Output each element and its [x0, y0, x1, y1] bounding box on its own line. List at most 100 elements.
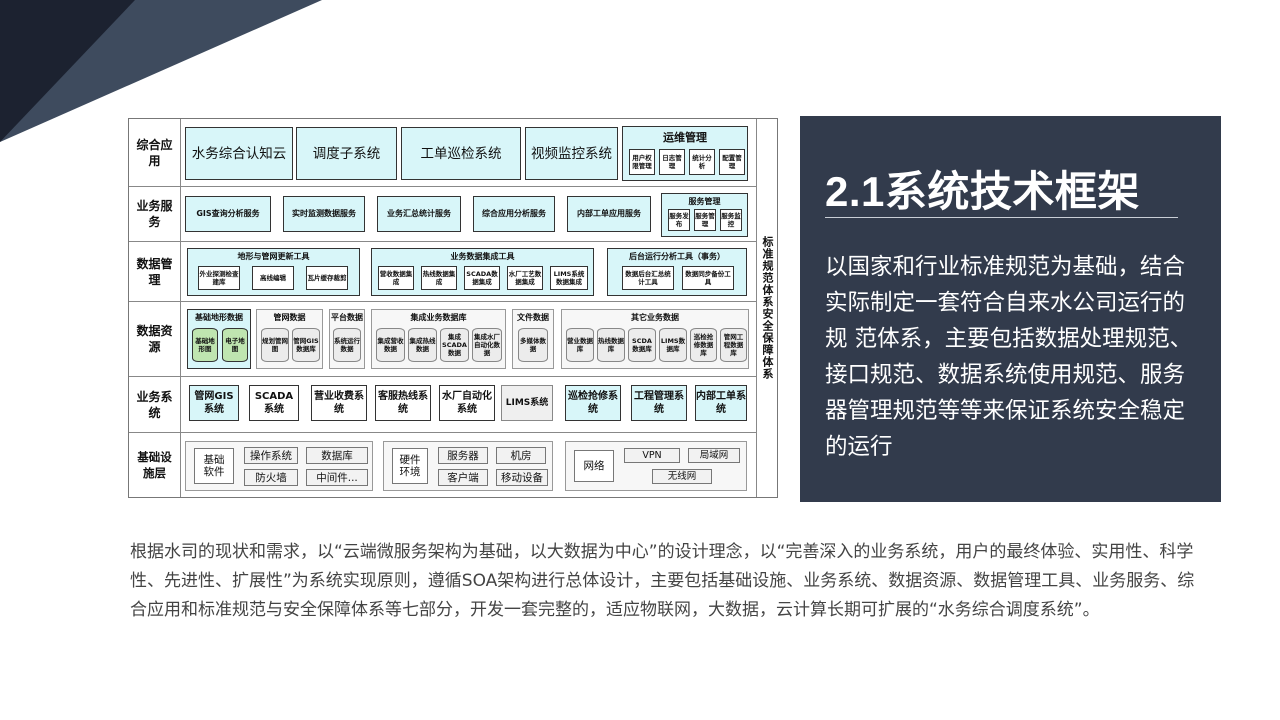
data-item: 管网GIS数据库 [292, 328, 320, 362]
infra-item: 数据库 [306, 447, 368, 464]
layer-label: 业务系统 [129, 377, 181, 432]
group-title: 文件数据 [517, 313, 549, 322]
data-item: 基础地形图 [192, 328, 218, 362]
layer-application: 综合应用 水务综合认知云 调度子系统 工单巡检系统 视频监控系统 运维管理 用户… [129, 119, 757, 187]
group-title: 地形与管网更新工具 [237, 252, 310, 261]
service-mgmt-item: 服务管理 [694, 209, 716, 231]
infra-item: 无线网 [652, 469, 712, 484]
app-box: 水务综合认知云 [185, 127, 293, 180]
group-title: 基础地形数据 [195, 313, 243, 322]
data-item: 多媒体数据 [518, 328, 548, 362]
data-item: 集成水厂自动化数据 [472, 328, 502, 362]
data-item: SCDA数据库 [628, 328, 656, 362]
business-system-box: 客服热线系统 [375, 385, 431, 421]
data-item: 管网工程数据库 [720, 328, 747, 362]
group-title: 业务数据集成工具 [450, 252, 515, 261]
layer-label: 数据管理 [129, 242, 181, 301]
service-box: 实时监测数据服务 [283, 196, 365, 232]
layer-data-management: 数据管理 地形与管网更新工具 外业探测检查建库 高线编辑 瓦片缓存裁剪 业务数据… [129, 242, 757, 302]
service-box: 业务汇总统计服务 [377, 196, 461, 232]
business-system-box: 水厂自动化系统 [439, 385, 495, 421]
platform-data-group: 平台数据 系统运行数据 [329, 309, 365, 369]
infra-item: 客户端 [438, 469, 488, 486]
layer-business-systems: 业务系统 管网GIS系统 SCADA系统 营业收费系统 客服热线系统 水厂自动化… [129, 377, 757, 433]
app-box: 视频监控系统 [525, 127, 618, 180]
layer-infrastructure: 基础设施层 基础软件 操作系统 数据库 防火墙 中间件... 硬件环境 服务器 … [129, 433, 757, 497]
data-item: 集成SCADA数据 [440, 328, 469, 362]
terrain-data-group: 基础地形数据 基础地形图 电子地图 [187, 309, 251, 369]
business-system-box: 巡检抢修系统 [565, 385, 621, 421]
layer-business-service: 业务服务 GIS查询分析服务 实时监测数据服务 业务汇总统计服务 综合应用分析服… [129, 187, 757, 242]
data-item: 集成营收数据 [376, 328, 405, 362]
service-mgmt-item: 服务发布 [668, 209, 690, 231]
ops-item: 配置管理 [719, 149, 745, 175]
tool-item: 瓦片缓存裁剪 [306, 266, 348, 290]
standards-security-column: 标准规范体系安全保障体系 [756, 119, 777, 497]
panel-description: 以国家和行业标准规范为基础，结合实际制定一套符合自来水公司运行的规 范体系，主要… [825, 254, 1193, 460]
tool-item: 高线编辑 [252, 266, 294, 290]
layer-label-text: 基础设施层 [137, 450, 172, 480]
data-item: LIMS数据库 [659, 328, 687, 362]
group-title: 集成业务数据库 [410, 313, 467, 322]
app-box: 调度子系统 [296, 127, 397, 180]
business-system-box: 营业收费系统 [311, 385, 367, 421]
business-system-box: SCADA系统 [249, 385, 299, 421]
tool-item: 数据同步备份工具 [682, 266, 734, 290]
data-item: 巡检抢修数据库 [690, 328, 717, 362]
tool-item: LIMS系统数据集成 [550, 266, 588, 290]
data-item: 电子地图 [222, 328, 248, 362]
service-box: 综合应用分析服务 [473, 196, 555, 232]
data-item: 系统运行数据 [333, 328, 361, 362]
data-item: 规划管网图 [261, 328, 289, 362]
tool-item: 营收数据集成 [378, 266, 414, 290]
ops-item: 用户权限管理 [629, 149, 655, 175]
infra-title: 网络 [574, 450, 614, 482]
data-item: 集成热线数据 [408, 328, 437, 362]
layer-label: 数据资源 [129, 302, 181, 376]
base-software-group: 基础软件 操作系统 数据库 防火墙 中间件... [185, 441, 373, 491]
layer-data-resources: 数据资源 基础地形数据 基础地形图 电子地图 管网数据 规划管网图 管网GIS数… [129, 302, 757, 377]
infra-title: 基础软件 [194, 448, 234, 484]
corner-decoration [0, 0, 322, 142]
side-label: 标准规范体系安全保障体系 [761, 236, 774, 380]
service-box: 内部工单应用服务 [567, 196, 651, 232]
hardware-env-group: 硬件环境 服务器 机房 客户端 移动设备 [383, 441, 553, 491]
group-title: 运维管理 [663, 131, 707, 144]
summary-paragraph: 根据水司的现状和需求，以“云端微服务架构为基础，以大数据为中心”的设计理念，以“… [130, 542, 1195, 620]
business-system-box: 工程管理系统 [631, 385, 687, 421]
tool-item: 数据后台汇总统计工具 [622, 266, 674, 290]
terrain-update-tools-group: 地形与管网更新工具 外业探测检查建库 高线编辑 瓦片缓存裁剪 [187, 248, 360, 296]
file-data-group: 文件数据 多媒体数据 [512, 309, 554, 369]
app-box: 工单巡检系统 [401, 127, 521, 180]
layer-label: 业务服务 [129, 187, 181, 241]
tool-item: 热线数据集成 [421, 266, 457, 290]
group-title: 其它业务数据 [631, 313, 679, 322]
infra-item: 移动设备 [496, 469, 548, 486]
business-system-box: 内部工单系统 [695, 385, 747, 421]
other-business-data-group: 其它业务数据 营业数据库 热线数据库 SCDA数据库 LIMS数据库 巡检抢修数… [561, 309, 749, 369]
layer-label: 基础设施层 [129, 433, 181, 497]
infra-item: 局域网 [688, 448, 740, 463]
pipe-network-data-group: 管网数据 规划管网图 管网GIS数据库 [256, 309, 323, 369]
integrated-business-db-group: 集成业务数据库 集成营收数据 集成热线数据 集成SCADA数据 集成水厂自动化数… [371, 309, 506, 369]
ops-item: 日志管理 [659, 149, 685, 175]
tool-item: 水厂工艺数据集成 [507, 266, 543, 290]
service-box: GIS查询分析服务 [185, 196, 271, 232]
integration-tools-group: 业务数据集成工具 营收数据集成 热线数据集成 SCADA数据集成 水厂工艺数据集… [371, 248, 594, 296]
network-group: 网络 VPN 局域网 无线网 [565, 441, 747, 491]
tool-item: SCADA数据集成 [464, 266, 500, 290]
infra-item: 中间件... [306, 469, 368, 486]
group-title: 管网数据 [273, 313, 306, 322]
business-system-box: 管网GIS系统 [189, 385, 239, 421]
group-title: 服务管理 [688, 197, 721, 206]
data-item: 热线数据库 [597, 328, 625, 362]
infra-item: 机房 [496, 447, 546, 464]
ops-item: 统计分析 [689, 149, 715, 175]
ops-management-group: 运维管理 用户权限管理 日志管理 统计分析 配置管理 [622, 126, 748, 181]
tool-item: 外业探测检查建库 [198, 266, 240, 290]
layer-label: 综合应用 [129, 119, 181, 186]
business-system-box: LIMS系统 [501, 385, 553, 421]
data-item: 营业数据库 [566, 328, 594, 362]
architecture-diagram: 综合应用 水务综合认知云 调度子系统 工单巡检系统 视频监控系统 运维管理 用户… [128, 118, 778, 498]
infra-item: 操作系统 [244, 447, 298, 464]
